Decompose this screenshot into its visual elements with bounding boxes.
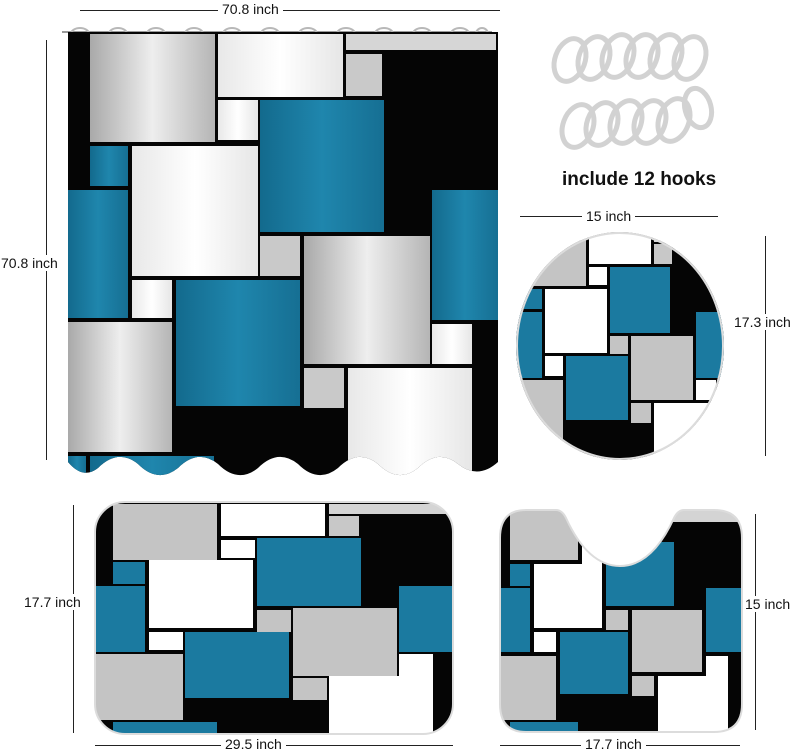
bath-mat-width-label: 29.5 inch <box>221 736 286 752</box>
hook-rings <box>551 32 715 150</box>
lid-cover <box>516 232 724 460</box>
bath-mat <box>94 501 454 735</box>
curtain-width-label: 70.8 inch <box>218 1 283 17</box>
curtain-width-line <box>80 10 500 11</box>
bath-mat-height-line <box>73 505 74 733</box>
curtain-pattern <box>68 32 498 476</box>
lid-height-label: 17.3 inch <box>730 314 795 330</box>
bath-mat-height-label: 17.7 inch <box>20 594 85 610</box>
lid-height-line <box>765 236 766 456</box>
contour-mat-width-label: 17.7 inch <box>581 736 646 752</box>
lid-width-label: 15 inch <box>582 208 636 224</box>
curtain-height-line <box>46 40 47 460</box>
contour-mat-height-line <box>755 514 756 730</box>
hooks-caption: include 12 hooks <box>562 169 717 190</box>
curtain-height-label: 70.8 inch <box>0 255 62 271</box>
contour-mat-height-label: 15 inch <box>741 596 795 612</box>
contour-mat <box>499 509 743 733</box>
